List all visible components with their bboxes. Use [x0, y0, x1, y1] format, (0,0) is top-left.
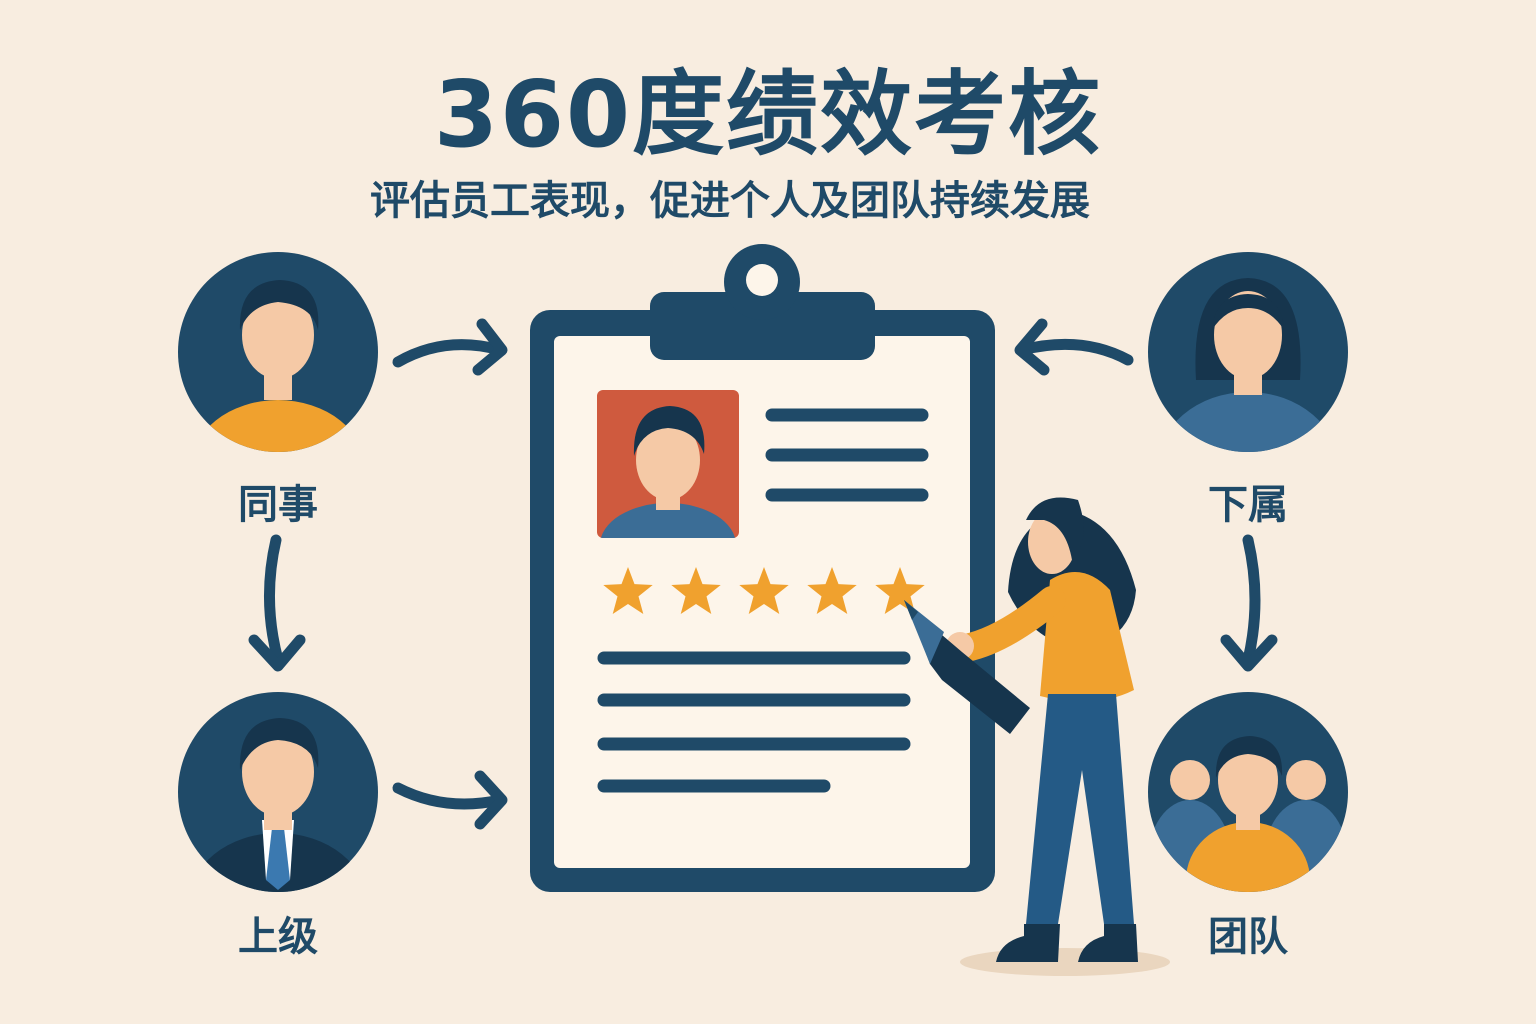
supervisor-avatar	[178, 692, 378, 892]
arrow-colleague-to-card	[392, 318, 508, 376]
team-avatar	[1148, 692, 1348, 892]
page-title: 360度绩效考核	[433, 61, 1103, 168]
woman-with-pen	[946, 497, 1170, 976]
node-label-team: 团队	[1208, 914, 1288, 960]
node-label-subordinate: 下属	[1208, 482, 1288, 528]
node-label-colleague: 同事	[238, 482, 318, 528]
arrow-subordinate-to-team	[1220, 534, 1278, 672]
star-icon	[671, 567, 721, 614]
arrow-subordinate-to-card	[1014, 318, 1134, 376]
evaluation-clipboard	[530, 244, 995, 892]
pencil-icon	[904, 600, 1030, 734]
arrow-colleague-to-supervisor	[248, 534, 306, 672]
node-label-supervisor: 上级	[238, 914, 318, 960]
subordinate-avatar	[1148, 252, 1348, 452]
star-rating	[603, 567, 925, 614]
colleague-avatar	[178, 252, 378, 452]
star-icon	[739, 567, 789, 614]
profile-photo	[597, 390, 739, 538]
star-icon	[875, 567, 925, 614]
star-icon	[603, 567, 653, 614]
star-icon	[807, 567, 857, 614]
arrow-supervisor-to-card	[392, 770, 508, 830]
page-subtitle: 评估员工表现，促进个人及团队持续发展	[370, 178, 1090, 224]
